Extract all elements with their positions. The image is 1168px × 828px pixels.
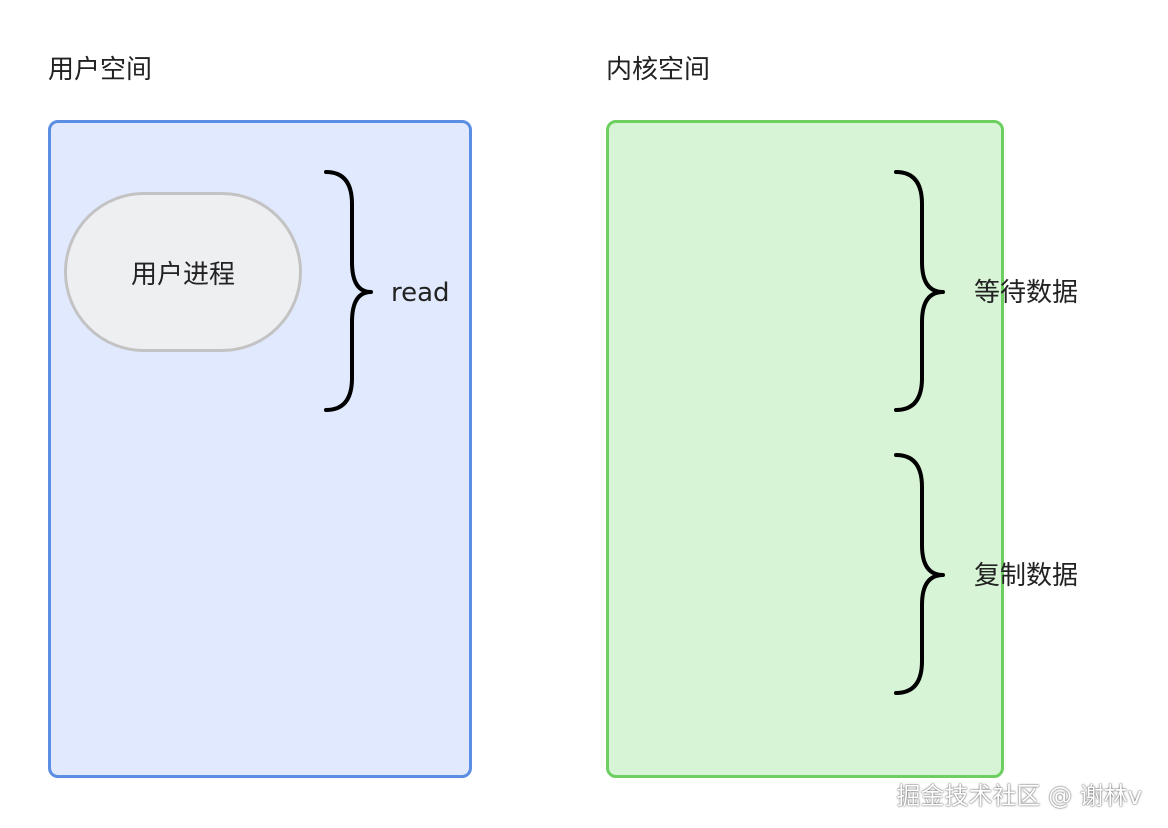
wait-data-label: 等待数据 <box>974 278 1079 308</box>
user-process-node: 用户进程 <box>64 192 302 352</box>
copy-data-label: 复制数据 <box>974 561 1079 591</box>
watermark: 掘金技术社区 @ 谢林v <box>896 782 1142 810</box>
user-space-title: 用户空间 <box>48 55 153 85</box>
copy-data-brace-icon <box>894 453 945 695</box>
kernel-space-title: 内核空间 <box>606 55 711 85</box>
user-process-label: 用户进程 <box>130 259 235 290</box>
read-brace-icon <box>324 170 373 412</box>
wait-data-brace-icon <box>894 170 945 412</box>
read-label: read <box>391 278 450 308</box>
kernel-space-region <box>606 120 1004 778</box>
